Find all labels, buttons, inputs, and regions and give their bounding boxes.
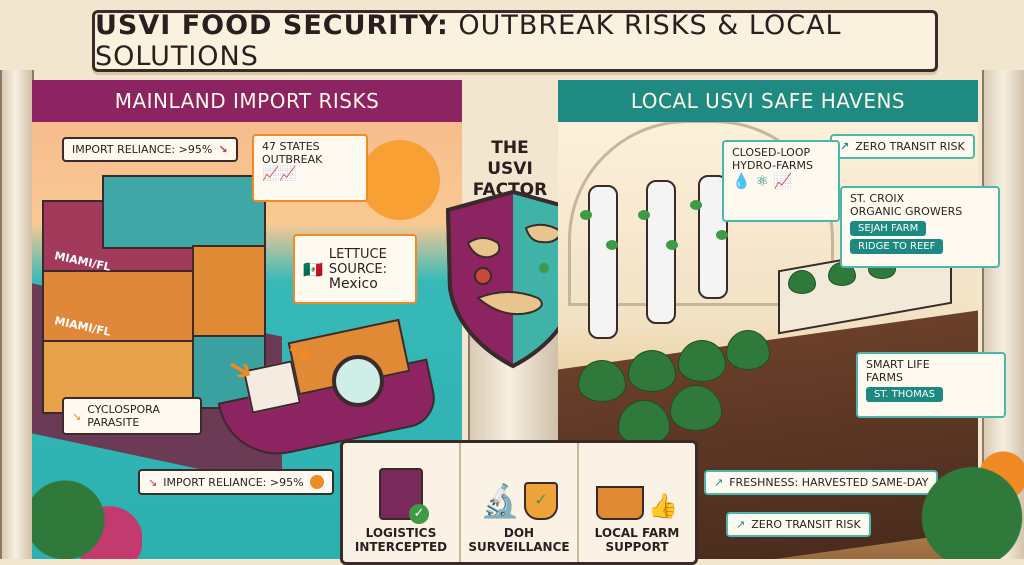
- left-column: [0, 70, 34, 559]
- hydro-farms-tag: CLOSED-LOOP HYDRO-FARMS 💧 ⚛ 📈: [722, 140, 840, 222]
- st-croix-tag: ST. CROIX ORGANIC GROWERS SEJAH FARM RID…: [840, 186, 1000, 268]
- left-header: MAINLAND IMPORT RISKS: [32, 80, 462, 122]
- cyclospora-tag: ↘ CYCLOSPORA PARASITE: [62, 397, 202, 435]
- smart-life-tag: SMART LIFE FARMS ST. THOMAS: [856, 352, 1006, 418]
- tower-leaf: [606, 240, 618, 250]
- zero-transit-label: ZERO TRANSIT RISK: [855, 140, 965, 153]
- lettuce: [788, 270, 816, 294]
- foliage: [920, 420, 1024, 559]
- mexico-flag-icon: 🇲🇽: [303, 259, 323, 279]
- freshness-label: FRESHNESS: HARVESTED SAME-DAY: [729, 476, 929, 489]
- doh-line1: DOH: [503, 526, 535, 540]
- import-reliance-bottom-label: IMPORT RELIANCE: >95%: [163, 475, 304, 489]
- tower-leaf: [638, 210, 650, 220]
- microscope-icon: 🔬: [480, 482, 520, 520]
- lettuce: [628, 350, 676, 392]
- hydro-tower: [588, 185, 618, 339]
- lettuce: [578, 360, 626, 402]
- zero-transit-bottom-tag: ↗ ZERO TRANSIT RISK: [726, 512, 871, 537]
- solutions-card: ✓ LOGISTICS INTERCEPTED 🔬 ✓ DOH SURVEILL…: [340, 440, 698, 565]
- hydro-line1: CLOSED-LOOP: [732, 146, 811, 159]
- lettuce: [726, 330, 770, 370]
- tower-leaf: [716, 230, 728, 240]
- local-farm-item: 👍 LOCAL FARM SUPPORT: [579, 443, 695, 562]
- logistics-line1: LOGISTICS: [365, 526, 437, 540]
- doh-line2: SURVEILLANCE: [468, 540, 570, 554]
- zero-transit-bottom-label: ZERO TRANSIT RISK: [751, 518, 861, 531]
- trend-up-icon: ↗: [714, 476, 724, 489]
- freshness-tag: ↗ FRESHNESS: HARVESTED SAME-DAY: [704, 470, 939, 495]
- import-reliance-label: IMPORT RELIANCE: >95%: [72, 143, 213, 156]
- zero-transit-tag: ↗ ZERO TRANSIT RISK: [830, 134, 975, 159]
- magnifier-icon: [332, 355, 384, 407]
- right-header-label: LOCAL USVI SAFE HAVENS: [630, 89, 906, 113]
- page-title: USVI FOOD SECURITY: OUTBREAK RISKS & LOC…: [92, 10, 938, 72]
- shipping-container: [102, 175, 266, 249]
- usvi-line1: THE USVI: [487, 138, 533, 179]
- trend-down-icon: ↘: [148, 475, 158, 489]
- lettuce: [678, 340, 726, 382]
- lettuce-source-tag: 🇲🇽 LETTUCE SOURCE: Mexico: [293, 234, 417, 304]
- lettuce: [670, 385, 722, 431]
- tower-leaf: [666, 240, 678, 250]
- import-reliance-tag: IMPORT RELIANCE: >95% ↘: [62, 137, 238, 162]
- smart-line2: FARMS: [866, 371, 903, 384]
- title-bold: USVI FOOD SECURITY:: [95, 10, 449, 41]
- tower-leaf: [580, 210, 592, 220]
- title-rest: OUTBREAK RISKS & LOCAL SOLUTIONS: [95, 10, 842, 72]
- trend-up-icon: ↗: [736, 518, 746, 531]
- states-outbreak-tag: 47 STATES OUTBREAK 📈📈: [252, 134, 368, 202]
- doh-item: 🔬 ✓ DOH SURVEILLANCE: [461, 443, 579, 562]
- smart-line1: SMART LIFE: [866, 358, 930, 371]
- logistics-item: ✓ LOGISTICS INTERCEPTED: [343, 443, 461, 562]
- lettuce: [618, 400, 670, 446]
- water-drop-chart-icon: 💧 ⚛ 📈: [732, 172, 793, 190]
- logistics-line2: INTERCEPTED: [354, 540, 448, 554]
- ridge-to-reef-badge: RIDGE TO REEF: [850, 239, 944, 254]
- right-header: LOCAL USVI SAFE HAVENS: [558, 80, 978, 122]
- sun: [360, 140, 440, 220]
- checklist-icon: ✓: [379, 468, 429, 524]
- lettuce-line1: LETTUCE: [328, 246, 387, 262]
- stcroix-line1: ST. CROIX: [850, 192, 905, 205]
- states-line1: 47 STATES: [262, 140, 320, 153]
- shipping-container: [42, 270, 196, 344]
- trend-down-icon: ↘: [72, 409, 82, 423]
- local-farm-line1: LOCAL FARM: [594, 526, 680, 540]
- trend-down-icon: ↘: [218, 143, 228, 156]
- left-header-label: MAINLAND IMPORT RISKS: [114, 89, 380, 113]
- basket-icon: [596, 486, 645, 520]
- stcroix-line2: ORGANIC GROWERS: [850, 205, 963, 218]
- sejah-farm-badge: SEJAH FARM: [850, 221, 927, 236]
- states-line2: OUTBREAK: [262, 153, 323, 166]
- pie-icon: [309, 475, 324, 489]
- st-thomas-badge: ST. THOMAS: [866, 387, 943, 402]
- cyclospora-line2: PARASITE: [87, 416, 140, 429]
- tower-leaf: [690, 200, 702, 210]
- cyclospora-line1: CYCLOSPORA: [87, 403, 160, 416]
- lettuce-line3: Mexico: [328, 275, 378, 292]
- shield-check-icon: ✓: [523, 482, 558, 520]
- shipping-container: [192, 245, 266, 339]
- hydro-line2: HYDRO-FARMS: [732, 159, 813, 172]
- hydro-tower: [646, 180, 676, 324]
- trend-up-icon: ↗: [840, 140, 850, 153]
- thumbs-up-icon: 👍: [648, 492, 678, 520]
- foliage: [32, 460, 142, 559]
- trend-chart-icon: 📈📈: [262, 166, 297, 182]
- local-farm-line2: SUPPORT: [605, 540, 669, 554]
- import-reliance-bottom-tag: ↘ IMPORT RELIANCE: >95%: [138, 469, 334, 495]
- shield-icon: [445, 189, 581, 369]
- lettuce-line2: SOURCE:: [328, 261, 387, 277]
